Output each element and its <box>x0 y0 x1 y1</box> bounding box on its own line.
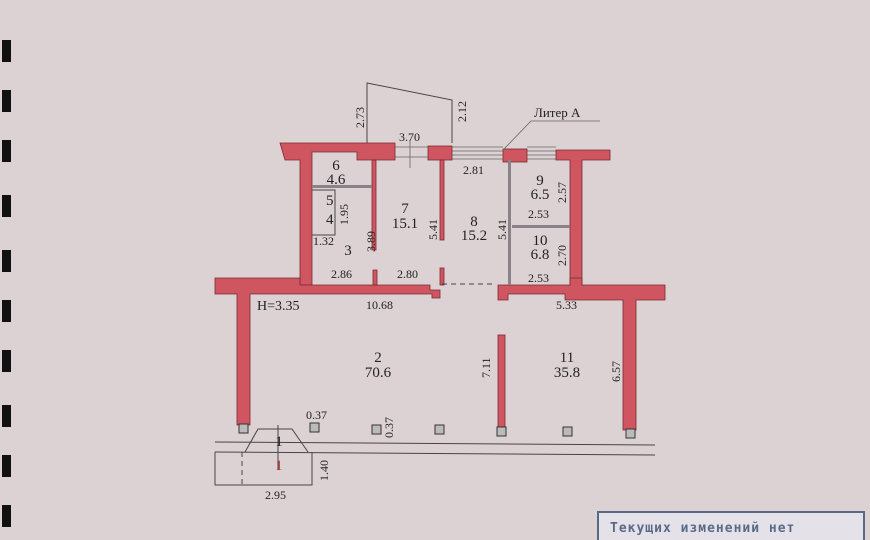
dim-270: 2.70 <box>555 245 569 266</box>
room-7-number: 7 <box>401 201 409 217</box>
dim-balcony-left: 2.73 <box>353 107 367 128</box>
dim-281: 2.81 <box>463 163 484 177</box>
dimension-labels: 2.73 2.12 3.70 Литер А 2.81 2.57 2.53 2.… <box>257 101 623 502</box>
dim-711: 7.11 <box>479 357 493 378</box>
room-2-number: 2 <box>374 350 382 366</box>
binding-marks <box>2 40 11 527</box>
dim-balcony-right: 2.12 <box>455 101 469 122</box>
room-6-number: 6 <box>332 158 340 174</box>
dim-389: 3.89 <box>364 231 378 252</box>
room-2-area: 70.6 <box>365 365 392 381</box>
room-3-number: 3 <box>344 243 352 259</box>
status-stamp: Текущих изменений нет <box>597 511 865 540</box>
columns <box>238 422 636 439</box>
room-10-area: 6.8 <box>531 247 550 263</box>
room-7-area: 15.1 <box>392 216 418 232</box>
dim-253-upper: 2.53 <box>528 207 549 221</box>
room-4-number: 4 <box>326 212 334 228</box>
room-11-area: 35.8 <box>554 365 580 381</box>
room-5-number: 5 <box>326 193 334 209</box>
room-10-number: 10 <box>533 233 548 249</box>
dim-370: 3.70 <box>399 130 420 144</box>
dim-257: 2.57 <box>555 182 569 203</box>
room-8-number: 8 <box>470 214 478 230</box>
liter-leader <box>502 120 532 151</box>
dim-195: 1.95 <box>337 204 351 225</box>
dim-657: 6.57 <box>609 361 623 382</box>
dim-037-b: 0.37 <box>382 417 396 438</box>
dim-140: 1.40 <box>317 460 331 481</box>
balcony-outline <box>366 82 453 143</box>
dim-132: 1.32 <box>313 234 334 248</box>
dim-253-lower: 2.53 <box>528 271 549 285</box>
height-label: H=3.35 <box>257 299 300 314</box>
dim-541-right: 5.41 <box>495 219 509 240</box>
dim-037-a: 0.37 <box>306 408 327 422</box>
room-9-number: 9 <box>536 173 544 189</box>
room-6-area: 4.6 <box>327 172 346 188</box>
facade-porch <box>214 425 656 486</box>
porch-marker: 1 <box>275 458 283 474</box>
dim-541-left: 5.41 <box>426 219 440 240</box>
walls <box>214 142 666 431</box>
room-9-area: 6.5 <box>531 187 550 203</box>
room-8-area: 15.2 <box>461 228 487 244</box>
room-labels: 6 4.6 5 4 3 7 15.1 8 15.2 9 6.5 10 6.8 2… <box>275 158 580 474</box>
stamp-text: Текущих изменений нет <box>610 521 795 536</box>
room-1-number: 1 <box>275 434 283 450</box>
windows <box>395 140 556 168</box>
dim-1068: 10.68 <box>366 298 393 312</box>
dim-295: 2.95 <box>265 488 286 502</box>
dim-280: 2.80 <box>397 267 418 281</box>
room-11-number: 11 <box>560 350 574 366</box>
dim-533: 5.33 <box>556 298 577 312</box>
dim-286: 2.86 <box>331 267 352 281</box>
liter-label: Литер А <box>534 105 581 120</box>
